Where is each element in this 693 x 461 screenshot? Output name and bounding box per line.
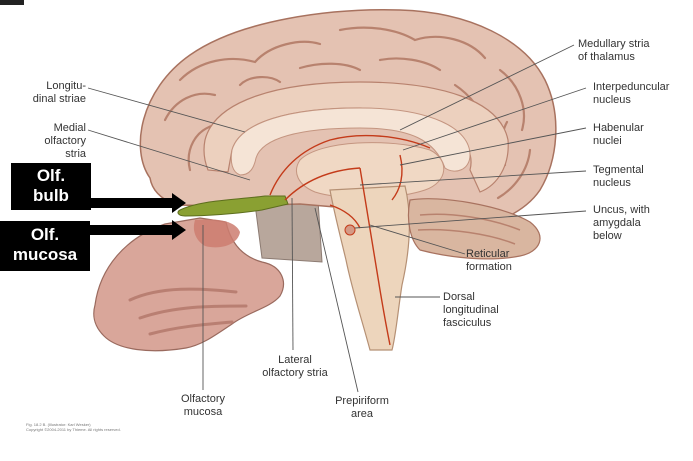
label-uncus: Uncus, with amygdala below (593, 204, 650, 243)
label-interpeduncular-nucleus: Interpeduncular nucleus (593, 81, 669, 107)
label-line: amygdala (593, 217, 641, 229)
label-line: fasciculus (443, 317, 492, 329)
label-line: Olfactory (180, 393, 225, 405)
label-line: Lateral (278, 354, 312, 366)
label-prepiriform-area: Prepiriform area (322, 395, 402, 421)
olf-mucosa-line-2: mucosa (12, 245, 78, 264)
credit-line: Copyright ©2004-2011 by Thieme. All righ… (26, 427, 121, 432)
thalamus (296, 142, 445, 199)
label-line: mucosa (183, 406, 223, 418)
olf-bulb-callout: Olf. bulb (11, 163, 91, 210)
olf-bulb-arrow (90, 193, 186, 213)
label-line: Dorsal (443, 291, 475, 303)
label-line: Reticular (466, 248, 510, 260)
label-olfactory-mucosa: Olfactory mucosa (163, 393, 243, 419)
copyright-credit: Fig. 18.2 B. (Illustrator: Karl Wesker) … (26, 422, 121, 432)
label-line: Uncus, with (593, 204, 650, 216)
uncus-dot (344, 224, 356, 236)
olf-bulb-line-2: bulb (33, 186, 69, 205)
label-medial-olfactory-stria: Medial olfactory stria (44, 122, 86, 161)
label-tegmental-nucleus: Tegmental nucleus (593, 164, 644, 190)
nasal-cavity (93, 217, 284, 352)
olf-mucosa-arrow (90, 220, 186, 240)
label-line: Longitu- (46, 80, 86, 92)
olfactory-mucosa-patch (193, 219, 240, 248)
label-line: formation (466, 261, 512, 273)
cropped-heading-fragment (0, 0, 24, 5)
label-line: nucleus (593, 177, 631, 189)
olf-bulb-line-1: Olf. (36, 166, 66, 185)
label-dorsal-longitudinal-fasciculus: Dorsal longitudinal fasciculus (443, 291, 499, 330)
label-habenular-nuclei: Habenular nuclei (593, 122, 644, 148)
credit-line: Fig. 18.2 B. (Illustrator: Karl Wesker) (26, 422, 91, 427)
label-line: olfactory (44, 135, 86, 147)
label-line: Habenular (593, 122, 644, 134)
label-reticular-formation: Reticular formation (466, 248, 512, 274)
label-line: area (350, 408, 374, 420)
label-line: of thalamus (578, 51, 635, 63)
cerebellum-folia (417, 213, 521, 245)
label-line: Prepiriform (335, 395, 389, 407)
olfactory-bulb-shape (177, 195, 289, 217)
olfactory-pathways (269, 134, 431, 346)
label-line: dinal striae (32, 93, 86, 105)
olf-mucosa-line-1: Olf. (30, 225, 60, 244)
callout-arrows (90, 193, 186, 240)
label-line: nuclei (593, 135, 622, 147)
olf-mucosa-callout: Olf. mucosa (0, 221, 90, 271)
label-lateral-olfactory-stria: Lateral olfactory stria (245, 354, 345, 380)
label-line: stria (65, 148, 86, 160)
label-line: Interpeduncular (593, 81, 670, 93)
label-line: Tegmental (593, 164, 644, 176)
label-line: Medullary stria (578, 38, 650, 50)
leader-lines (87, 44, 587, 393)
label-medullary-stria: Medullary stria of thalamus (578, 38, 650, 64)
label-line: olfactory stria (262, 367, 328, 379)
label-line: Medial (53, 122, 86, 134)
nasal-conchae (128, 287, 248, 336)
label-line: longitudinal (443, 304, 499, 316)
label-longitudinal-striae: Longitu- dinal striae (33, 80, 86, 106)
label-line: below (593, 230, 622, 242)
label-line: nucleus (593, 94, 631, 106)
